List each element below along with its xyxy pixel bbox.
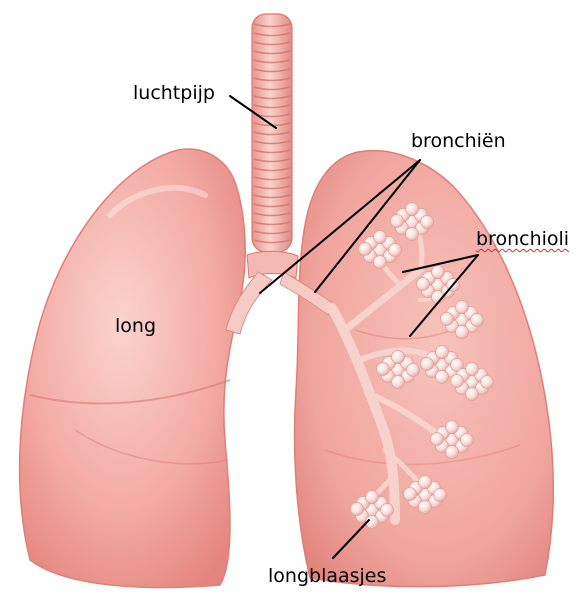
label-alveoli: longblaasjes [268, 567, 386, 586]
alveolus [434, 489, 447, 502]
alveolus [421, 216, 434, 229]
alveolus [366, 491, 379, 504]
left-lung [20, 149, 246, 587]
alveolus [441, 313, 454, 326]
alveolus [392, 376, 405, 389]
trachea [247, 14, 298, 278]
alveolus [406, 203, 419, 216]
alveolus [466, 363, 479, 376]
label-lung: long [115, 317, 156, 336]
alveolus [446, 421, 459, 434]
alveolus [466, 388, 479, 401]
alveolus [381, 504, 394, 517]
alveolus [359, 243, 372, 256]
alveolus [436, 371, 449, 384]
alveolus [481, 376, 494, 389]
alveolus [446, 446, 459, 459]
alveolus [456, 301, 469, 314]
label-trachea: luchtpijp [133, 84, 215, 103]
alveolus [432, 266, 445, 279]
alveolus [374, 231, 387, 244]
alveolus [417, 278, 430, 291]
alveolus [456, 326, 469, 339]
alveolus [451, 375, 464, 388]
label-bronchi: bronchiën [411, 132, 506, 151]
label-bronchioles: bronchioli [476, 230, 569, 249]
alveolus [392, 351, 405, 364]
alveolus [377, 363, 390, 376]
alveolus [461, 434, 474, 447]
alveolus [436, 346, 449, 359]
alveolus [389, 244, 402, 257]
alveolus [406, 228, 419, 241]
alveolus [421, 358, 434, 371]
alveolus [351, 503, 364, 516]
alveolus [419, 501, 432, 514]
alveolus [471, 314, 484, 327]
alveolus [391, 215, 404, 228]
alveolus [404, 488, 417, 501]
alveolus [407, 364, 420, 377]
alveolus [374, 256, 387, 269]
alveolus [419, 476, 432, 489]
alveolus [431, 433, 444, 446]
